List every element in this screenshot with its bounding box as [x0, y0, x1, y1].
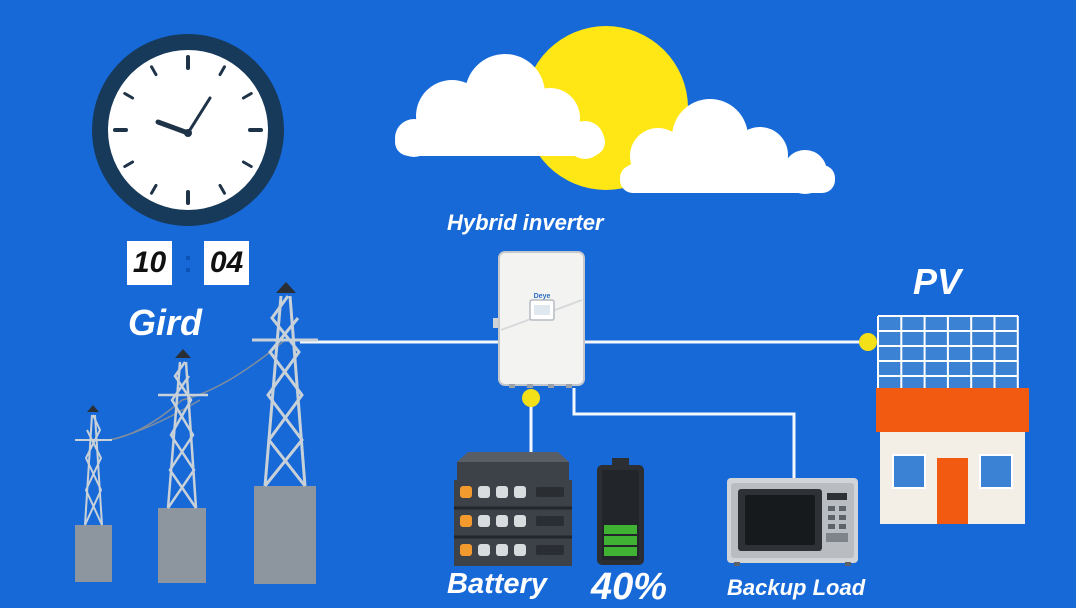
battery-led — [460, 515, 472, 527]
clock-hours-display: 10 — [127, 241, 172, 285]
clock-hour-hand — [155, 119, 191, 136]
battery-button — [496, 515, 508, 527]
clock-tick — [123, 92, 135, 100]
hybrid-inverter-icon: Deye — [493, 251, 585, 388]
battery-led — [460, 486, 472, 498]
inverter-brand-logo: Deye — [534, 293, 551, 300]
battery-module-panel — [536, 487, 564, 497]
battery-button — [514, 544, 526, 556]
backup-load-label: Backup Load — [727, 575, 866, 600]
cloud-left-icon — [395, 54, 605, 159]
battery-button — [514, 515, 526, 527]
battery-button — [496, 486, 508, 498]
clock-colon-separator — [183, 246, 193, 280]
clock-ticks — [113, 55, 263, 205]
hybrid-inverter-label: Hybrid inverter — [447, 210, 604, 235]
grid-label: Gird — [128, 302, 203, 343]
battery-module-panel — [536, 516, 564, 526]
clock-tick — [150, 65, 158, 77]
clock-minutes-display: 04 — [204, 241, 249, 285]
battery-button — [478, 486, 490, 498]
tower-large-icon — [252, 282, 318, 584]
cloud-right-icon — [620, 99, 835, 194]
clock-tick — [241, 160, 253, 168]
clock-minute-hand — [186, 96, 212, 135]
clock-tick — [218, 183, 226, 195]
wall-clock-icon — [92, 34, 284, 226]
battery-label: Battery — [447, 568, 547, 600]
clock-tick — [241, 92, 253, 100]
pv-connector-dot — [859, 333, 877, 351]
clock-tick — [150, 183, 158, 195]
battery-connector-dot — [522, 389, 540, 407]
battery-level-icon — [597, 458, 644, 565]
weather-group — [395, 26, 835, 194]
tower-medium-icon — [158, 349, 208, 583]
tower-small-icon — [75, 405, 112, 582]
house-with-solar-panels-icon — [876, 315, 1029, 524]
battery-button — [478, 544, 490, 556]
battery-led — [460, 544, 472, 556]
battery-button — [478, 515, 490, 527]
power-grid-towers — [75, 282, 318, 584]
battery-module-panel — [536, 545, 564, 555]
battery-level-label: 40% — [591, 566, 668, 608]
clock-tick — [123, 160, 135, 168]
clock-tick — [218, 65, 226, 77]
inverter-to-load-wire — [572, 388, 796, 478]
microwave-backup-load-icon — [727, 478, 858, 566]
battery-button — [496, 544, 508, 556]
pv-label: PV — [913, 261, 962, 302]
battery-button — [514, 486, 526, 498]
battery-stack-icon — [454, 452, 572, 566]
